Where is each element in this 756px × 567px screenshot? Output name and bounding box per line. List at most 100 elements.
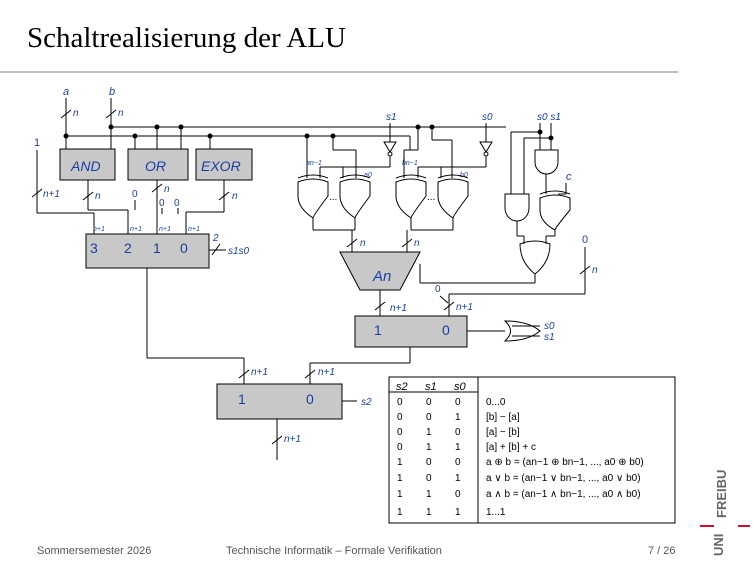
- or-gate-select: [503, 320, 541, 342]
- svg-text:0: 0: [397, 412, 403, 423]
- svg-text:a ∨ b = (an−1 ∨ bn−1, ..., a0: a ∨ b = (an−1 ∨ bn−1, ..., a0 ∨ b0): [486, 473, 641, 484]
- width-final-out: n+1: [284, 434, 301, 445]
- svg-text:0: 0: [426, 473, 432, 484]
- svg-text:1: 1: [397, 457, 403, 468]
- or-block: [127, 148, 189, 181]
- and-block: [59, 148, 116, 181]
- svg-text:a ⊕ b = (an−1 ⊕ bn−1, ..., a0: a ⊕ b = (an−1 ⊕ bn−1, ..., a0 ⊕ b0): [486, 457, 644, 468]
- mux-final: [216, 383, 343, 420]
- svg-text:0: 0: [397, 442, 403, 453]
- mux-add-in1: 1: [374, 322, 382, 338]
- dots-a: ...: [329, 192, 337, 203]
- svg-text:[a] + [b] + c: [a] + [b] + c: [486, 442, 536, 453]
- dots-b: ...: [427, 192, 435, 203]
- footer-semester: Sommersemester 2026: [37, 545, 152, 557]
- width-exor: n: [232, 191, 238, 202]
- zero-add-label: 0: [435, 284, 441, 295]
- width-a: n: [73, 108, 79, 119]
- width-right: n: [592, 265, 598, 276]
- svg-text:a ∧ b = (an−1 ∧ bn−1, ..., a0: a ∧ b = (an−1 ∧ bn−1, ..., a0 ∧ b0): [486, 489, 641, 500]
- svg-text:1: 1: [397, 507, 403, 518]
- footer-page: 7 / 26: [648, 545, 676, 557]
- width-final-in1: n+1: [251, 367, 268, 378]
- svg-text:0: 0: [426, 397, 432, 408]
- exor-block: [195, 148, 253, 181]
- svg-text:1: 1: [426, 442, 432, 453]
- svg-text:1: 1: [397, 473, 403, 484]
- svg-text:1: 1: [455, 507, 461, 518]
- svg-text:1: 1: [426, 507, 432, 518]
- svg-text:0...0: 0...0: [486, 397, 506, 408]
- svg-text:0: 0: [455, 457, 461, 468]
- width-adder-out: n+1: [390, 303, 407, 314]
- function-table: [388, 376, 676, 524]
- svg-text:0: 0: [455, 397, 461, 408]
- svg-text:1: 1: [455, 412, 461, 423]
- table-row: 1 0 0 a ⊕ b = (an−1 ⊕ bn−1, ..., a0 ⊕ b0): [397, 457, 644, 468]
- width-select-2: 2: [212, 233, 219, 244]
- mux-add-select-s1: s1: [544, 332, 555, 343]
- svg-text:1: 1: [397, 489, 403, 500]
- mux-add: [354, 315, 468, 348]
- adder-label: An: [372, 268, 391, 285]
- table-row: 0 1 0 [a] − [b]: [397, 427, 520, 438]
- svg-text:0: 0: [426, 457, 432, 468]
- mux-main-in1: 1: [153, 240, 161, 256]
- mux-final-select: s2: [361, 397, 372, 408]
- label-an-1: an−1: [306, 160, 322, 167]
- svg-text:[b] − [a]: [b] − [a]: [486, 412, 520, 423]
- s0-label: s0: [482, 112, 493, 123]
- svg-text:0: 0: [455, 489, 461, 500]
- mux-add-select-s0: s0: [544, 321, 555, 332]
- label-b0: b0: [460, 172, 468, 179]
- svg-text:0: 0: [397, 397, 403, 408]
- xor-gate-carry: [539, 194, 571, 231]
- mux-main-in0: 0: [180, 240, 188, 256]
- table-row: 1 1 1 1...1: [397, 507, 506, 518]
- exor-label: EXOR: [201, 158, 241, 174]
- mux-final-in1: 1: [238, 391, 246, 407]
- xor-gate-a-low: [339, 178, 371, 219]
- width-mux-in0: n+1: [188, 226, 200, 233]
- svg-text:0: 0: [455, 427, 461, 438]
- input-a-label: a: [63, 86, 69, 98]
- width-one: n+1: [43, 189, 60, 200]
- svg-text:1: 1: [455, 473, 461, 484]
- zero-and: 0: [132, 189, 138, 200]
- inverter-s0: [479, 141, 493, 153]
- or-gate-carry: [519, 240, 551, 275]
- svg-text:[a] − [b]: [a] − [b]: [486, 427, 520, 438]
- width-mux-in2: n+1: [130, 226, 142, 233]
- label-bn-1: bn−1: [402, 160, 418, 167]
- zero-or: 0: [159, 198, 165, 209]
- table-header-s0: s0: [454, 381, 467, 393]
- width-or: n: [164, 184, 170, 195]
- svg-text:0: 0: [397, 427, 403, 438]
- s1-label: s1: [386, 112, 397, 123]
- width-adder-b: n: [414, 238, 420, 249]
- s0s1-label: s0 s1: [537, 112, 561, 123]
- or-label: OR: [145, 158, 166, 174]
- width-final-in0: n+1: [318, 367, 335, 378]
- svg-text:1...1: 1...1: [486, 507, 506, 518]
- mux-main-in3: 3: [90, 240, 98, 256]
- width-mux-in3: n+1: [93, 226, 105, 233]
- xor-gate-b-low: [437, 178, 469, 219]
- width-add-in0: n+1: [456, 302, 473, 313]
- table-header-s2: s2: [396, 381, 408, 393]
- university-logo: FREIBURG UNI: [700, 470, 750, 560]
- const-one-label: 1: [34, 137, 40, 149]
- label-a0: a0: [364, 172, 372, 179]
- mux-add-in0: 0: [442, 322, 450, 338]
- width-b: n: [118, 108, 124, 119]
- mux-final-in0: 0: [306, 391, 314, 407]
- input-b-label: b: [109, 86, 115, 98]
- svg-text:1: 1: [426, 427, 432, 438]
- table-header-s1: s1: [425, 381, 437, 393]
- and-gate-carry1: [534, 149, 559, 175]
- logo-freiburg: FREIBURG: [714, 470, 729, 518]
- mux-main-in2: 2: [124, 240, 132, 256]
